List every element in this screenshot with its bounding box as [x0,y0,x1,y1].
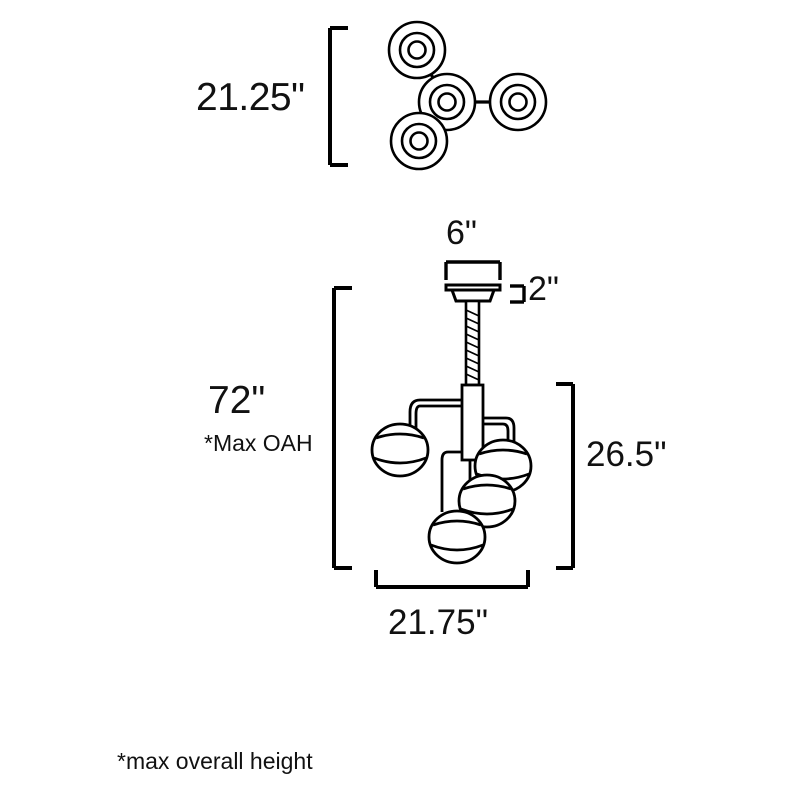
dimension-bracket-2 [510,284,526,304]
globe-shade-4 [427,509,487,565]
globe-shade-1 [370,422,430,478]
dimension-bracket-6 [444,260,502,280]
arm-left [408,398,462,428]
elevation-view-group [332,260,575,589]
center-hub [460,383,485,462]
ceiling-canopy [444,283,502,303]
label-overall-height-note: *Max OAH [204,430,313,456]
arm-right [483,416,516,442]
label-fixture-height: 26.5" [586,435,667,474]
label-canopy-width: 6" [446,214,477,252]
label-overall-height: 72" [208,379,266,422]
top-view-group [328,20,548,171]
label-canopy-height: 2" [528,270,559,308]
top-view-shade-3 [488,72,548,132]
label-footnote: *max overall height [117,748,313,774]
top-view-shade-1 [387,20,447,80]
dimension-bracket-21-75 [374,570,530,589]
label-fixture-width: 21.75" [388,603,489,642]
dimension-bracket-72 [332,286,352,570]
dimension-bracket-26-5 [556,382,575,570]
top-view-shade-4 [389,111,449,171]
downrod [464,299,481,387]
dimension-bracket-21-25 [328,26,348,167]
label-top-view-height: 21.25" [196,76,305,119]
